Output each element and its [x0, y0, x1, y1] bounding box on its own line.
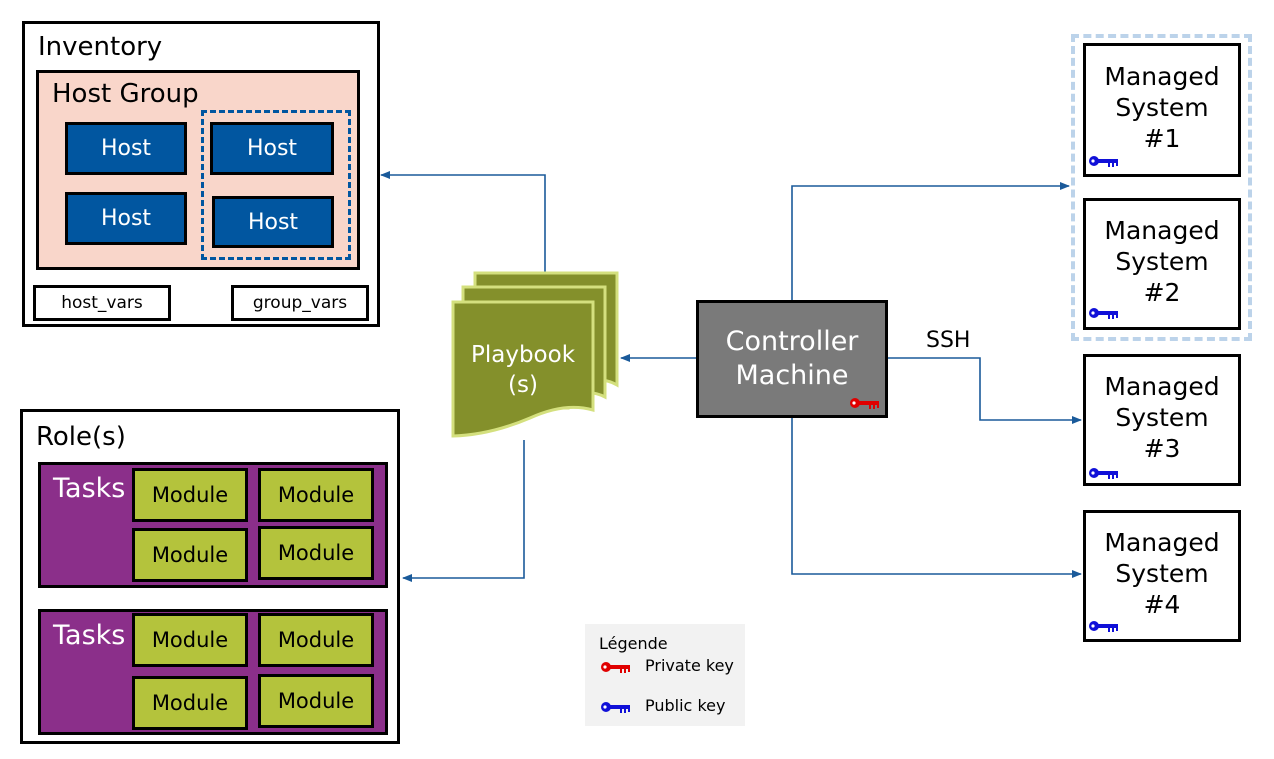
arrow-controller-to-managed-4	[791, 418, 1082, 578]
private-key-icon	[601, 662, 630, 673]
tasks-label-1: Tasks	[53, 473, 126, 504]
arrow-playbook-to-roles	[402, 440, 525, 582]
legend-private-key-label: Private key	[645, 656, 734, 675]
host-4: Host	[212, 196, 334, 248]
public-key-icon	[601, 702, 630, 713]
managed-system-4: Managed System #4	[1083, 510, 1241, 642]
public-key-icon	[1089, 621, 1118, 632]
public-key-icon	[1089, 308, 1118, 319]
managed-system-3: Managed System #3	[1083, 354, 1241, 486]
host-subgroup-outline	[201, 110, 351, 260]
playbook-label-line2: (s)	[508, 372, 538, 398]
ssh-label: SSH	[926, 328, 971, 353]
host-1: Host	[65, 122, 187, 175]
managed-system-1: Managed System #1	[1083, 43, 1241, 177]
controller-line2: Machine	[735, 360, 849, 391]
public-key-icon	[1089, 468, 1118, 479]
roles-title: Role(s)	[36, 422, 126, 452]
host-2: Host	[210, 122, 334, 175]
private-key-icon	[850, 398, 879, 409]
module-1-4: Module	[258, 526, 374, 580]
module-1-1: Module	[132, 468, 248, 522]
host-vars-box: host_vars	[33, 285, 171, 321]
arrow-playbook-to-inventory	[380, 171, 546, 275]
module-1-3: Module	[132, 528, 248, 582]
managed-system-2: Managed System #2	[1083, 198, 1241, 330]
playbook-label: Playbook (s)	[453, 340, 593, 400]
module-1-2: Module	[258, 468, 374, 522]
roles-panel: Role(s) Tasks Module Module Module Modul…	[20, 409, 400, 744]
playbook-label-line1: Playbook	[470, 342, 576, 368]
module-2-3: Module	[132, 676, 248, 730]
group-vars-box: group_vars	[231, 285, 369, 321]
public-key-icon	[1089, 156, 1118, 167]
legend-title: Légende	[599, 634, 668, 653]
module-2-2: Module	[258, 613, 374, 667]
host-group-title: Host Group	[52, 79, 199, 109]
inventory-title: Inventory	[38, 32, 163, 62]
legend-public-key-label: Public key	[645, 696, 726, 715]
tasks-label-2: Tasks	[53, 620, 126, 651]
module-2-1: Module	[132, 613, 248, 667]
inventory-panel: Inventory Host Group Host Host Host Host…	[22, 21, 380, 327]
module-2-4: Module	[258, 674, 374, 728]
managed-systems-group	[1071, 34, 1252, 341]
legend: Légende Private key Public key	[585, 624, 745, 726]
arrow-controller-to-managed-3	[887, 357, 1082, 424]
arrow-controller-to-managed-group	[791, 182, 1070, 300]
controller-line1: Controller	[725, 326, 859, 357]
host-3: Host	[65, 192, 187, 245]
